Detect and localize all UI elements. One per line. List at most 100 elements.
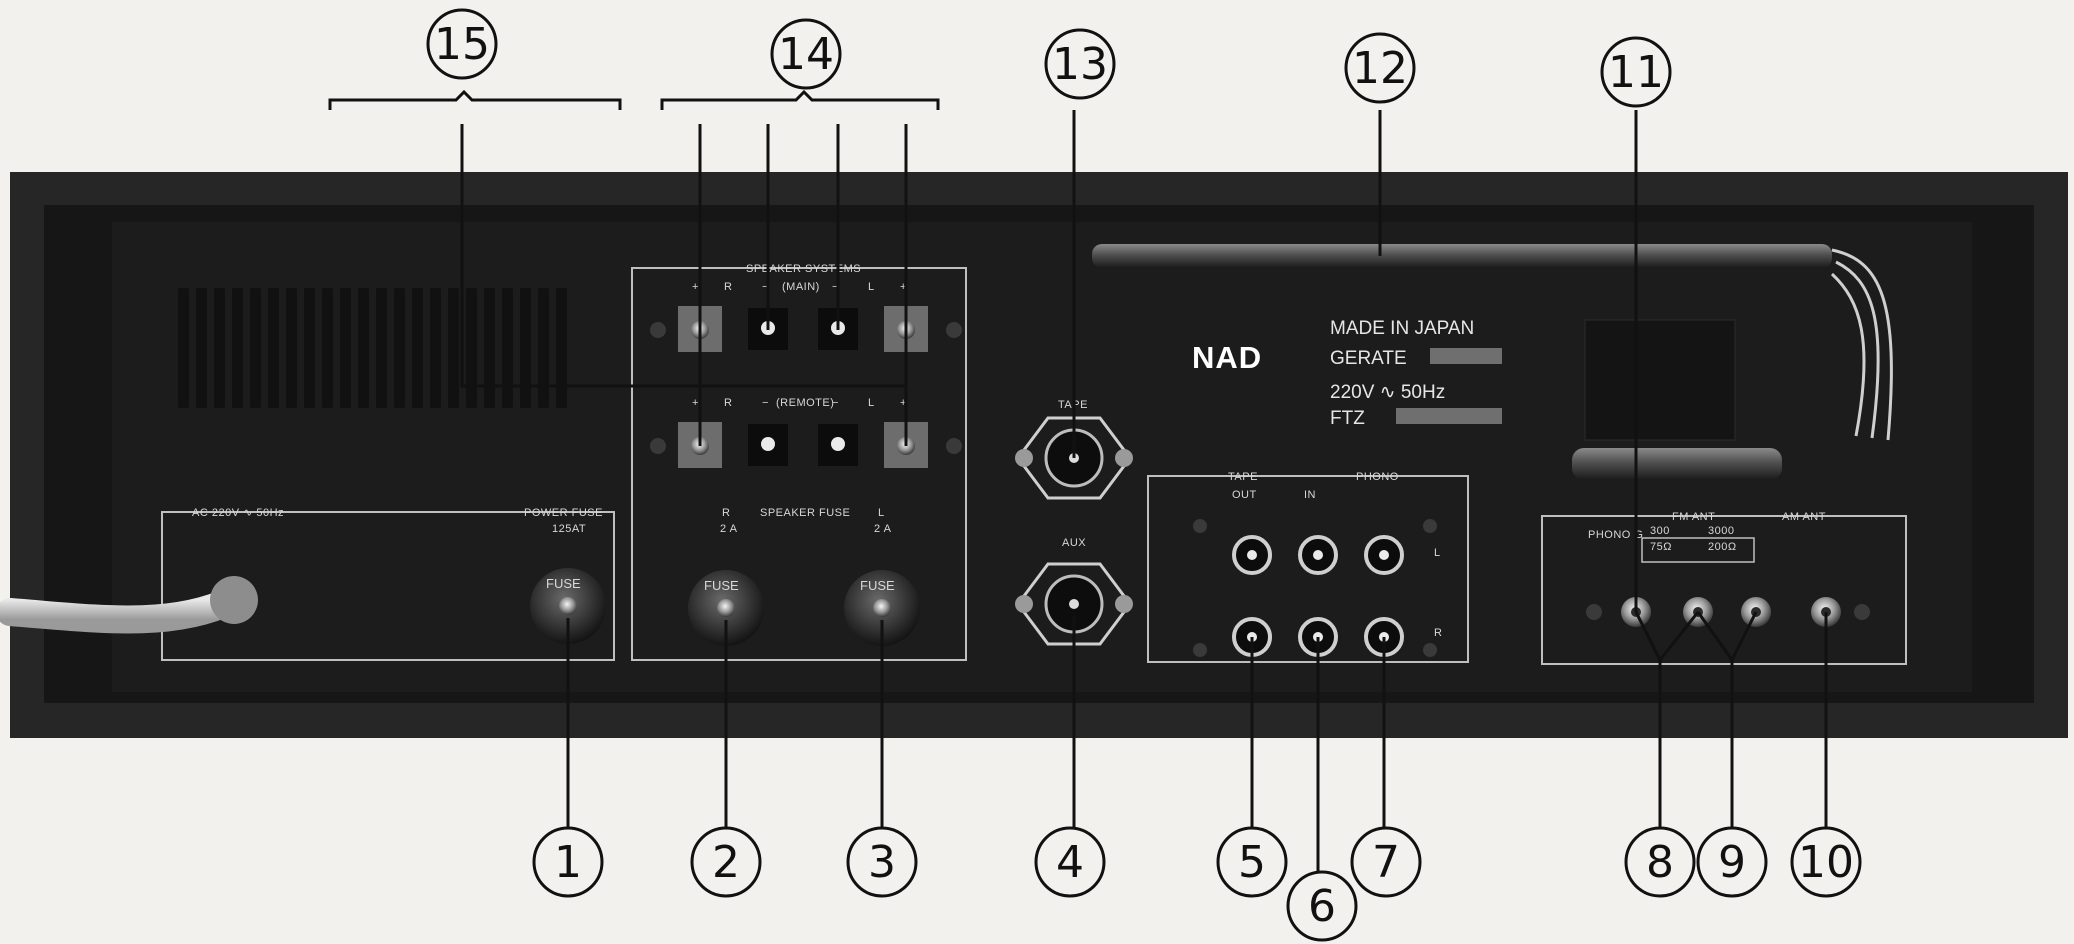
- tape-phono-section: [1147, 475, 1469, 663]
- ferrite-antenna-rod: [1092, 244, 1832, 268]
- made-in-label: MADE IN JAPAN: [1330, 318, 1474, 339]
- callout-2: 2: [690, 826, 762, 898]
- ohm-200-label: 200Ω: [1708, 541, 1737, 553]
- vent-slot: [178, 288, 189, 408]
- tape-group-label: TAPE: [1228, 471, 1258, 483]
- vent-slot: [556, 288, 567, 408]
- callout-14: 14: [770, 18, 842, 90]
- callout-12: 12: [1344, 32, 1416, 104]
- callout-number: 9: [1718, 837, 1746, 888]
- vent-slot: [538, 288, 549, 408]
- svg-text:L: L: [868, 281, 875, 293]
- voltage-label: 220V ∿ 50Hz: [1330, 382, 1445, 403]
- phono-g-label: PHONO G: [1588, 529, 1643, 541]
- rca-l-label: L: [1434, 547, 1441, 559]
- power-fuse-rating: 125AT: [552, 523, 586, 535]
- svg-text:L: L: [868, 397, 875, 409]
- brand-logo: NAD: [1192, 340, 1262, 375]
- remote-polarity-labels: + R − − L +: [692, 397, 907, 409]
- svg-text:−: −: [832, 397, 839, 409]
- callout-number: 14: [778, 29, 834, 80]
- vent-slot: [466, 288, 477, 408]
- vent-slot: [322, 288, 333, 408]
- callout-15: 15: [426, 8, 498, 80]
- panel-screw: [946, 438, 962, 454]
- speaker-fuse-r-holder: FUSE: [688, 570, 764, 646]
- callout-number: 2: [712, 837, 740, 888]
- power-cord: [0, 586, 246, 634]
- svg-text:R: R: [724, 281, 732, 293]
- main-label: (MAIN): [782, 281, 820, 293]
- aux-din-label: AUX: [1062, 537, 1086, 549]
- speaker-fuse-label: SPEAKER FUSE: [760, 507, 850, 519]
- vent-slot: [376, 288, 387, 408]
- leader-lines: [460, 110, 1828, 880]
- vent-slot: [394, 288, 405, 408]
- ventilation-slots: [178, 288, 567, 408]
- panel-screw: [946, 322, 962, 338]
- svg-text:+: +: [900, 397, 907, 409]
- panel-screw: [1854, 604, 1870, 620]
- callout-number: 7: [1372, 837, 1400, 888]
- panel-screw: [1423, 519, 1437, 533]
- panel-screw: [1193, 519, 1207, 533]
- callout-5: 5: [1216, 826, 1288, 898]
- phono-group-label: PHONO: [1356, 471, 1399, 483]
- callout-4: 4: [1034, 826, 1106, 898]
- ac-label: AC 220V ∿ 50Hz: [192, 507, 284, 519]
- rca-pin: [1379, 550, 1389, 560]
- vent-slot: [232, 288, 243, 408]
- antenna-wires: [1830, 248, 1893, 441]
- callout-9: 9: [1696, 826, 1768, 898]
- ac-power-section: [161, 511, 615, 661]
- ohm-300-label: 300: [1650, 525, 1670, 537]
- vent-slot: [268, 288, 279, 408]
- antenna-bracket: [1584, 319, 1736, 441]
- ftz-plate: [1396, 408, 1502, 424]
- callout-6: 6: [1286, 870, 1358, 942]
- svg-text:−: −: [832, 281, 839, 293]
- svg-text:FUSE: FUSE: [704, 578, 739, 593]
- svg-text:FUSE: FUSE: [860, 578, 895, 593]
- panel-screw: [650, 322, 666, 338]
- vent-slot: [304, 288, 315, 408]
- vent-slot: [412, 288, 423, 408]
- rca-pin: [1247, 550, 1257, 560]
- svg-text:R: R: [724, 397, 732, 409]
- vent-slot: [214, 288, 225, 408]
- svg-text:+: +: [692, 281, 699, 293]
- vent-slot: [520, 288, 531, 408]
- callout-7: 7: [1350, 826, 1422, 898]
- callout-number: 12: [1352, 43, 1408, 94]
- panel-screw: [1193, 643, 1207, 657]
- callout-3: 3: [846, 826, 918, 898]
- callout-number: 5: [1238, 837, 1266, 888]
- vent-slot: [250, 288, 261, 408]
- leader-line: [698, 124, 908, 446]
- svg-text:+: +: [900, 281, 907, 293]
- svg-text:−: −: [762, 397, 769, 409]
- speaker-fuse-rating-l: 2 A: [874, 523, 892, 535]
- panel-screw: [1423, 643, 1437, 657]
- terminal-pin: [831, 437, 845, 451]
- leader-line: [460, 124, 906, 388]
- callout-number: 4: [1056, 837, 1084, 888]
- main-polarity-labels: + R − − L +: [692, 281, 907, 293]
- vent-slot: [196, 288, 207, 408]
- out-label: OUT: [1232, 489, 1257, 501]
- power-fuse-word: FUSE: [546, 576, 581, 591]
- callout-number: 10: [1798, 837, 1854, 888]
- vent-slot: [502, 288, 513, 408]
- panel-screw: [650, 438, 666, 454]
- vent-slot: [484, 288, 495, 408]
- am-ant-label: AM ANT: [1782, 511, 1826, 523]
- vent-slot: [358, 288, 369, 408]
- vent-slot: [430, 288, 441, 408]
- callout-11: 11: [1600, 36, 1672, 108]
- power-fuse-label: POWER FUSE: [524, 507, 603, 519]
- callout-13: 13: [1044, 28, 1116, 100]
- callout-10: 10: [1790, 826, 1862, 898]
- terminal-pin: [761, 437, 775, 451]
